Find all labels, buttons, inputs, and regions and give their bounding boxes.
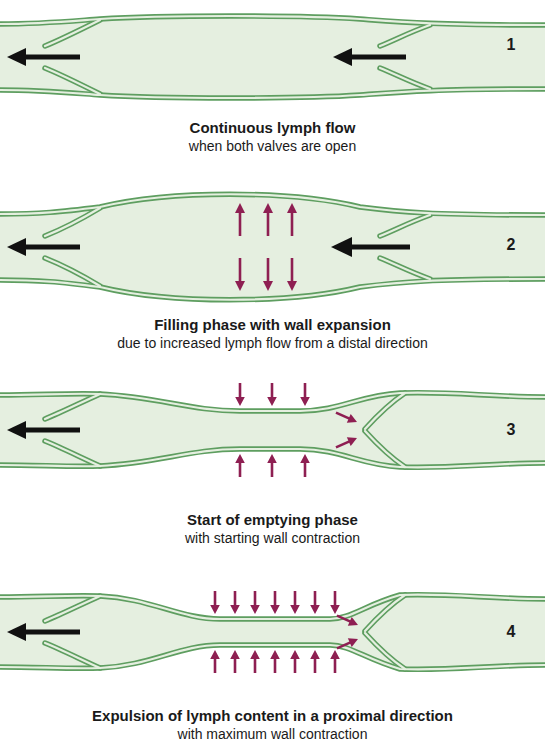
valve-closing-arrows — [335, 611, 360, 652]
vessel-lumen — [0, 194, 545, 300]
flow-arrow — [331, 237, 410, 257]
vessel-wall — [0, 16, 545, 98]
vessel-panel — [0, 16, 545, 98]
vessel-panel — [0, 194, 545, 300]
flow-arrow — [7, 238, 80, 256]
phase-title: Expulsion of lymph content in a proximal… — [0, 707, 545, 725]
phase-description: with starting wall contraction — [0, 529, 545, 547]
flow-arrow — [7, 623, 80, 641]
phase-title: Filling phase with wall expansion — [0, 316, 545, 334]
phase-description: with maximum wall contraction — [0, 725, 545, 743]
panel-number: 2 — [498, 236, 524, 254]
phase-description: due to increased lymph flow from a dista… — [0, 334, 545, 352]
valve-closing-arrows — [334, 408, 359, 451]
vessel-wall-inner — [0, 194, 545, 300]
phase-description: when both valves are open — [0, 137, 545, 155]
panel-number: 3 — [498, 421, 524, 439]
vessel-panel — [0, 591, 545, 673]
vessel-wall — [0, 194, 545, 300]
panel-number: 4 — [498, 623, 524, 641]
vessel-panel — [0, 383, 545, 477]
phase-title: Start of emptying phase — [0, 511, 545, 529]
contraction-arrows — [210, 591, 340, 673]
vessel-lumen — [0, 16, 545, 98]
contraction-arrows — [235, 383, 310, 477]
flow-arrow — [7, 421, 80, 439]
vessel-wall-inner — [0, 16, 545, 98]
panel-number: 1 — [498, 36, 524, 54]
expansion-arrows — [235, 203, 297, 291]
flow-arrow — [7, 48, 80, 66]
phase-title: Continuous lymph flow — [0, 119, 545, 137]
flow-arrow — [333, 48, 406, 66]
